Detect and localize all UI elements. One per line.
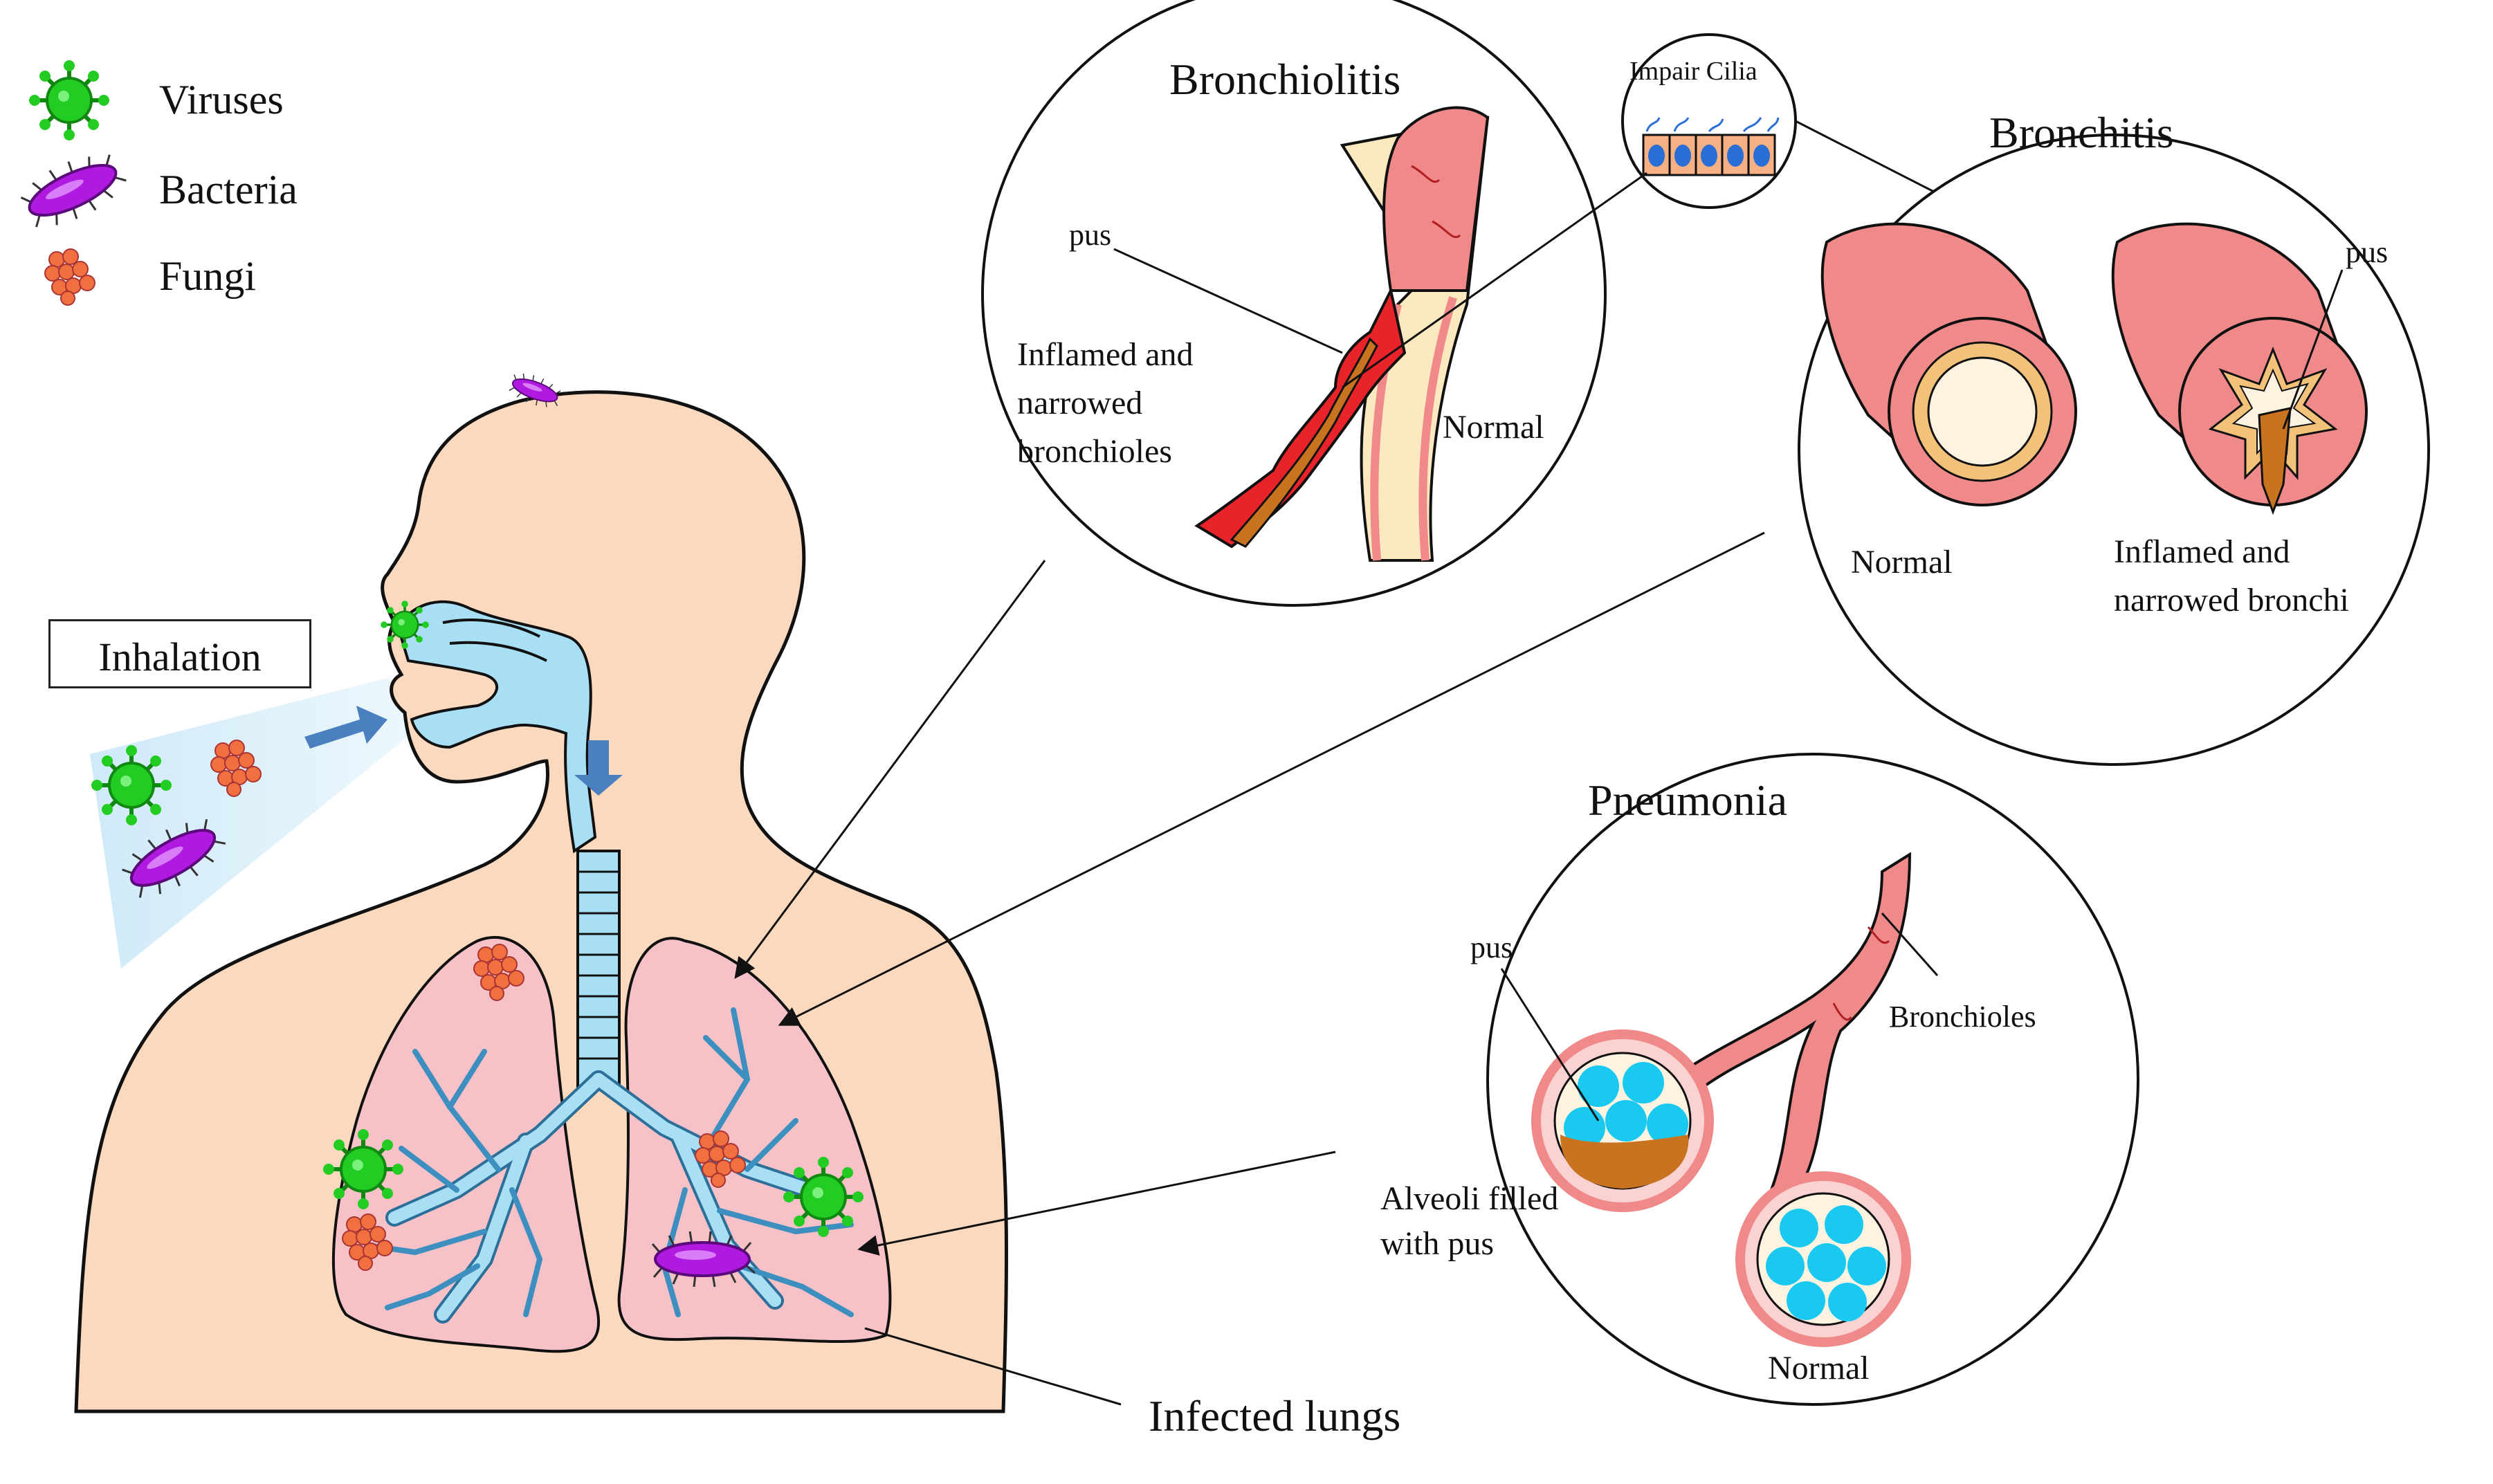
bronchiolitis-inflamed-label-line3: bronchioles xyxy=(1017,433,1172,470)
inflamed-bronchiole-illustration xyxy=(1194,286,1407,549)
pus-pointer xyxy=(1113,248,1343,354)
normal-alveoli-illustration xyxy=(1735,1171,1911,1347)
bronchiolitis-pus-label: pus xyxy=(1069,218,1112,252)
bronchitis-normal-label: Normal xyxy=(1851,544,1953,580)
infected-lungs-label: Infected lungs xyxy=(1149,1391,1401,1440)
bronchioles-illustration xyxy=(1679,852,1912,1191)
alveoli-label-line2: with pus xyxy=(1380,1225,1495,1262)
pneumonia-normal-label: Normal xyxy=(1768,1350,1870,1386)
bacteria-legend-icon xyxy=(14,141,134,238)
bronchiolitis-normal-label: Normal xyxy=(1443,409,1544,446)
infected-lungs-pointer xyxy=(864,1327,1122,1406)
bronchiolitis-inflamed-label-line1: Inflamed and xyxy=(1017,336,1194,373)
virus-icon xyxy=(91,745,172,825)
virus-icon xyxy=(783,1157,864,1237)
nasal-cavity xyxy=(396,600,597,854)
trachea xyxy=(576,850,621,1088)
virus-legend-icon xyxy=(29,60,109,140)
inhalation-label-box: Inhalation xyxy=(48,619,311,688)
virus-icon xyxy=(379,599,430,650)
legend-bacteria-label: Bacteria xyxy=(159,167,298,212)
legend-fungi-label: Fungi xyxy=(159,253,257,299)
cilia-cells xyxy=(1642,117,1780,176)
fungi-legend-icon xyxy=(44,248,95,306)
left-lung xyxy=(617,937,892,1344)
bronchitis-inflamed-label-line2: narrowed bronchi xyxy=(2114,582,2349,619)
impair-cilia-label: Impair Cilia xyxy=(1629,57,1757,86)
bronchioles-pointer xyxy=(1881,913,1939,976)
virus-icon xyxy=(323,1129,403,1209)
airflow-arrow-icon xyxy=(574,740,623,796)
alveoli-label-line1: Alveoli filled xyxy=(1380,1180,1559,1217)
inhalation-cone xyxy=(90,678,429,969)
bronchiolitis-inflamed-label-line2: narrowed xyxy=(1017,385,1143,421)
pus-filled-alveoli-illustration xyxy=(1531,1029,1714,1212)
inhalation-arrow-icon xyxy=(304,706,387,749)
bronchitis-title: Bronchitis xyxy=(1989,108,2174,157)
bronchitis-connector xyxy=(778,531,1765,1026)
pneumonia-pus-label: pus xyxy=(1470,931,1513,964)
pus-deposit xyxy=(1560,1135,1689,1189)
pus-pointer xyxy=(2282,269,2344,430)
pneumonia-title: Pneumonia xyxy=(1588,776,1787,825)
legend-viruses-label: Viruses xyxy=(159,77,284,122)
pneumonia-connector xyxy=(857,1151,1336,1256)
pus-deposit xyxy=(1230,337,1378,548)
bronchitis-inflamed-label-line1: Inflamed and xyxy=(2114,533,2290,570)
bronchiolitis-title: Bronchiolitis xyxy=(1169,55,1401,104)
cilia-pointer-bronchiolitis xyxy=(1342,172,1647,389)
bronchitis-pus-label: pus xyxy=(2346,235,2389,269)
inhalation-label: Inhalation xyxy=(98,634,262,679)
bronchioles-label: Bronchioles xyxy=(1889,1000,2036,1034)
inflamed-bronchus-illustration xyxy=(2111,222,2368,515)
pus-deposit xyxy=(2258,407,2292,515)
normal-bronchus-illustration xyxy=(1820,222,2077,506)
pus-pointer xyxy=(1500,968,1600,1121)
bronchiolitis-connector xyxy=(734,560,1046,979)
